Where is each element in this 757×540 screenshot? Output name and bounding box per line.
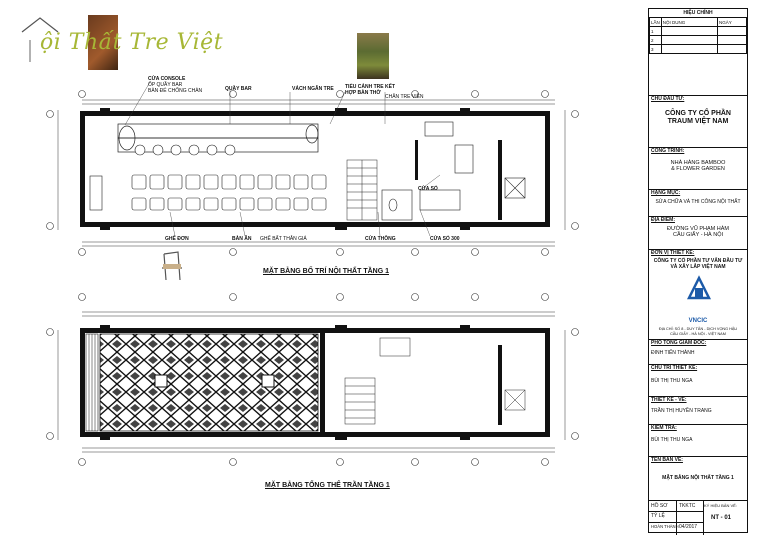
address-line2: CẦU GIẤY - HÀ NỘI [672,232,724,238]
checker-label: KIỂM TRA: [651,425,677,431]
completed-label: HOÀN THÀNH [651,524,679,529]
rev-row-1: 1 [649,26,662,36]
rev-col-date: NGÀY [717,17,747,27]
drawing-name: MẶT BẰNG NỘI THẤT TẦNG 1 [662,475,734,481]
company-address-line2: CẦU GIẤY - HÀ NỘI - VIỆT NAM [670,332,726,336]
designer-unit-line1: CÔNG TY CỔ PHẦN TƯ VẤN ĐẦU TƯ [653,258,743,264]
chief-designer-label: CHỦ TRÌ THIẾT KẾ: [651,365,698,371]
rev-col-time: LẦN [649,17,662,27]
vncic-logo-text: VNCIC [688,318,708,324]
checker-section: KIỂM TRA: BÙI THỊ THU NGA [649,424,747,456]
company-address-line1: ĐỊA CHỈ: SỐ 8 - DUY TÂN - DỊCH VỌNG HẬU [658,327,738,331]
plan1-title: MẶT BẰNG BỐ TRÍ NỘI THẤT TẦNG 1 [263,268,389,275]
annot-bar-counter: QUẦY BAR [225,86,252,92]
project-label: CÔNG TRÌNH: [651,148,685,154]
address-label: ĐỊA ĐIỂM: [651,217,675,223]
annot-bar-cladding: ỐP QUẦY BAR [148,82,183,88]
annot-console: CỬA CONSOLE [148,76,186,82]
designer-unit-label: ĐƠN VỊ THIẾT KẾ: [651,250,695,256]
category-value: SỬA CHỮA VÀ THI CÔNG NỘI THẤT [655,199,741,205]
project-section: CÔNG TRÌNH: NHÀ HÀNG BAMBOO & FLOWER GAR… [649,147,747,189]
annot-bamboo-border: CHÂN TRE VIỀN [385,94,424,100]
designer-unit-line2: VÀ XÂY LẮP VIỆT NAM [670,264,726,270]
scale-label: TỶ LỆ [651,513,665,519]
annot-passage-door: CỬA THÔNG [365,236,396,242]
owner-section: CHỦ ĐẦU TƯ: CÔNG TY CỔ PHẦN TRAUM VIỆT N… [649,95,747,147]
chair-photo [158,250,186,284]
plan2-title: MẶT BẰNG TỔNG THỂ TRẦN TẦNG 1 [265,482,390,489]
annot-window-300: CỬA SỔ 300 [430,236,460,242]
completed-date: 04/2017 [679,524,698,530]
vncic-logo-icon [686,275,712,300]
annot-stool: GHẾ BẤT THÂN GIÁ [260,236,307,242]
drawing-name-section: TÊN BẢN VẼ: MẶT BẰNG NỘI THẤT TẦNG 1 [649,456,747,500]
deputy-director-name: ĐINH TIẾN THÀNH [651,350,695,356]
designer-unit-section: ĐƠN VỊ THIẾT KẾ: CÔNG TY CỔ PHẦN TƯ VẤN … [649,249,747,339]
category-section: HẠNG MỤC: SỬA CHỮA VÀ THI CÔNG NỘI THẤT [649,189,747,216]
deputy-director-label: PHÓ TỔNG GIÁM ĐỐC: [651,340,707,346]
dossier-label: HỒ SƠ [651,503,668,509]
drafter-section: THIẾT KẾ - VẼ: TRẦN THỊ HUYỀN TRANG [649,396,747,424]
logo-text: ội Thất Tre Việt [40,30,224,55]
owner-line2: TRAUM VIỆT NAM [667,118,729,125]
annot-bamboo-altar: TIỂU CẢNH TRE KẾT HỢP BÀN THỜ [345,84,395,96]
sheet-info-section: HỒ SƠ TKKTC KÝ HIỆU BẢN VẼ: TỶ LỆ NT - 0… [649,500,747,535]
category-label: HẠNG MỤC: [651,190,681,196]
rev-row-3: 3 [649,44,662,54]
sheet-no: NT - 01 [711,515,732,521]
project-line2: & FLOWER GARDEN [671,166,725,172]
annot-bamboo-partition: VÁCH NGĂN TRE [292,86,334,92]
annot-anti-slip-table: BÀN ĐỂ CHỐNG CHÀN [148,88,203,94]
annot-window: CỬA SỔ [418,186,438,192]
project-line1: NHÀ HÀNG BAMBOO [670,160,726,166]
deputy-director-section: PHÓ TỔNG GIÁM ĐỐC: ĐINH TIẾN THÀNH [649,339,747,364]
address-line1: ĐƯỜNG VŨ PHẠM HÀM [667,226,729,232]
bamboo-house-icon [88,15,118,70]
chief-designer-name: BÙI THỊ THU NGA [651,378,693,384]
annot-dining-table: BÀN ĂN [232,236,252,242]
bamboo-wall-photo [357,33,389,79]
rev-col-content: NỘI DUNG [660,17,719,27]
drafter-name: TRẦN THỊ HUYỀN TRANG [651,408,712,414]
annot-single-chair: GHẾ ĐƠN [165,236,189,242]
title-block: HIỆU CHỈNH LẦN NỘI DUNG NGÀY 1 2 3 CHỦ Đ… [648,8,748,535]
drawing-name-label: TÊN BẢN VẼ: [651,457,683,463]
chief-designer-section: CHỦ TRÌ THIẾT KẾ: BÙI THỊ THU NGA [649,364,747,396]
owner-label: CHỦ ĐẦU TƯ: [651,96,685,102]
owner-line1: CÔNG TY CỔ PHẦN [665,110,731,117]
drafter-label: THIẾT KẾ - VẼ: [651,397,687,403]
address-section: ĐỊA ĐIỂM: ĐƯỜNG VŨ PHẠM HÀM CẦU GIẤY - H… [649,216,747,249]
revision-table: LẦN NỘI DUNG NGÀY 1 2 3 [649,17,747,54]
rev-row-2: 2 [649,35,662,45]
checker-name: BÙI THỊ THU NGA [651,437,693,443]
dossier-value: TKKTC [679,503,696,509]
revision-header: HIỆU CHỈNH [683,10,713,16]
sheet-no-label: KÝ HIỆU BẢN VẼ: [704,503,737,508]
